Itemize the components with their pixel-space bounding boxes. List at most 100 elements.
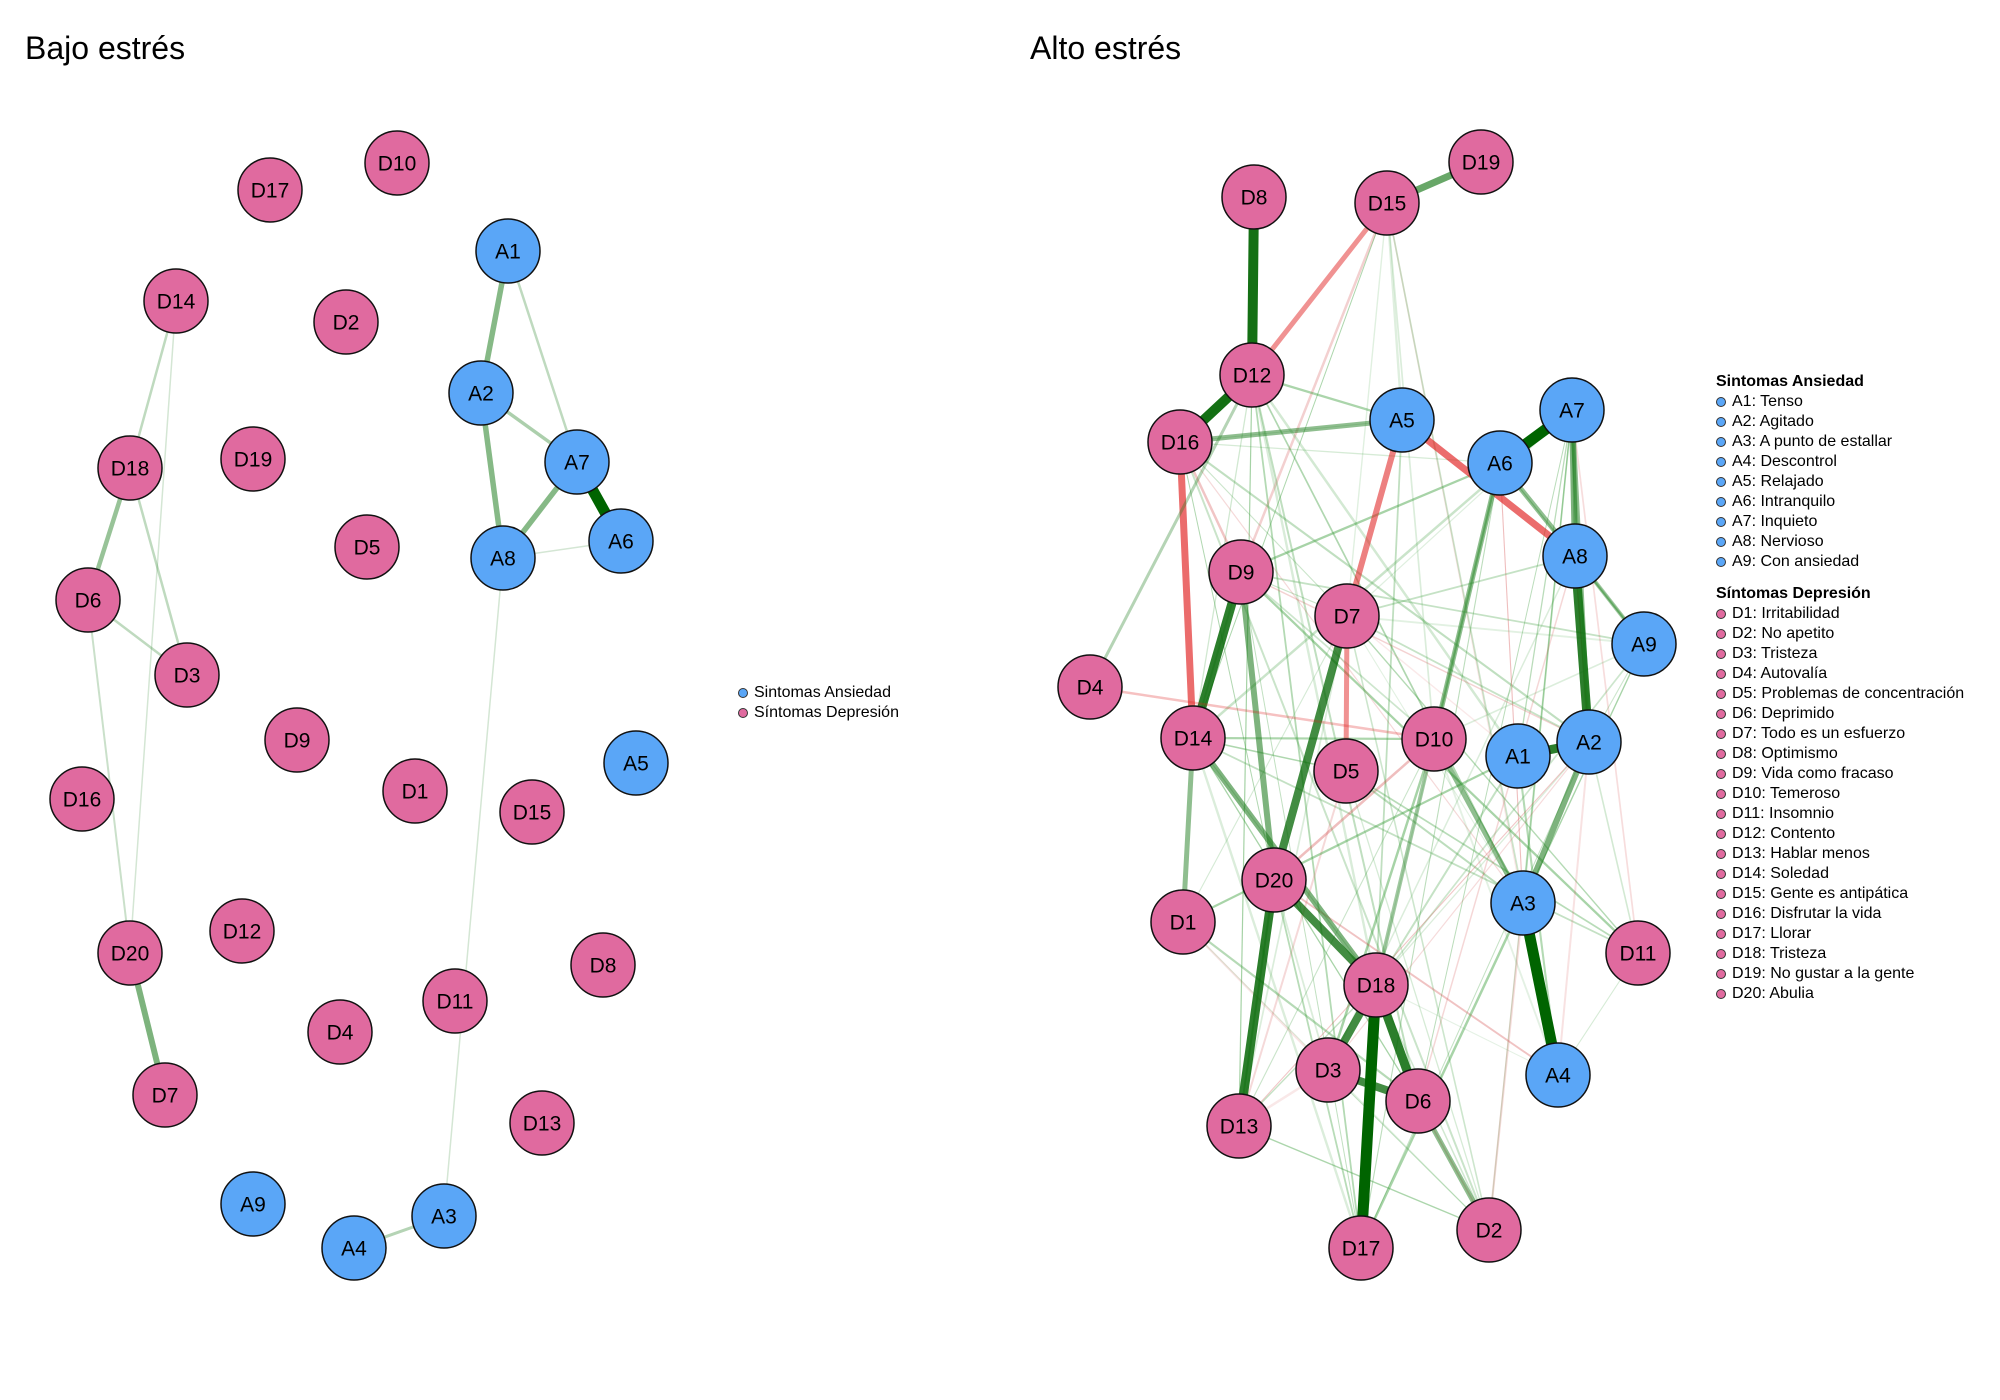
low-stress-node-label: D7 <box>152 1085 179 1108</box>
high-stress-edge-faint <box>1182 755 1519 923</box>
high-stress-edge-faint <box>1571 409 1639 954</box>
low-stress-node-circle <box>143 268 209 334</box>
low-stress-node-label: A2 <box>468 383 494 406</box>
low-stress-edge-A8-A3 <box>443 557 504 1217</box>
high-stress-edge-faint <box>1179 419 1403 443</box>
high-stress-node-circle <box>1605 920 1671 986</box>
high-stress-node-circle <box>1160 705 1226 771</box>
high-stress-node-circle <box>1525 1042 1591 1108</box>
low-stress-node-circle <box>475 218 541 284</box>
legend-label: A9: Con ansiedad <box>1732 553 1860 570</box>
legend-label: A8: Nervioso <box>1732 533 1824 550</box>
high-stress-node-D4: D4 <box>1057 654 1123 720</box>
low-stress-node-label: A1 <box>495 241 521 264</box>
low-stress-node-label: D8 <box>590 955 617 978</box>
low-stress-node-circle <box>307 999 373 1065</box>
high-stress-node-D10: D10 <box>1401 706 1467 772</box>
legend-dot-depression <box>1716 849 1726 859</box>
legend-item-depression: D20: Abulia <box>1716 984 1964 1004</box>
low-stress-node-circle <box>364 130 430 196</box>
high-stress-edge-faint <box>1432 462 1502 740</box>
high-stress-edge-faint <box>1359 902 1525 1249</box>
high-stress-edge-D20-D13 <box>1234 875 1279 1131</box>
legend-dot-anxiety <box>1716 517 1726 527</box>
high-stress-node-label: D10 <box>1415 729 1454 752</box>
legend-item-anxiety: A4: Descontrol <box>1716 452 1964 472</box>
low-stress-node-label: D9 <box>284 730 311 753</box>
high-stress-node-A3: A3 <box>1490 870 1556 936</box>
legend-label: D18: Tristeza <box>1732 945 1827 962</box>
legend-dot-anxiety <box>1716 457 1726 467</box>
high-stress-node-circle <box>1401 706 1467 772</box>
legend-label: D1: Irritabilidad <box>1732 605 1840 622</box>
legend-item-anxiety: A9: Con ansiedad <box>1716 552 1964 572</box>
legend-dot-anxiety <box>738 688 748 698</box>
low-stress-node-circle <box>264 707 330 773</box>
high-stress-edge-faint <box>1179 441 1590 743</box>
legend-dot-depression <box>1716 749 1726 759</box>
high-stress-edge-faint <box>1346 202 1388 617</box>
low-stress-node-circle <box>209 898 275 964</box>
low-stress-node-D3: D3 <box>154 642 220 708</box>
legend-item-depression: D6: Deprimido <box>1716 704 1964 724</box>
high-stress-node-circle <box>1219 342 1285 408</box>
low-stress-node-label: D2 <box>333 312 360 335</box>
legend-dot-depression <box>1716 949 1726 959</box>
high-stress-edge-faint <box>1250 374 1520 757</box>
legend-dot-depression <box>1716 769 1726 779</box>
low-stress-node-label: D10 <box>378 153 417 176</box>
low-stress-node-label: A8 <box>490 548 516 571</box>
low-stress-node-D20: D20 <box>97 920 163 986</box>
high-stress-node-label: A9 <box>1631 634 1657 657</box>
high-stress-node-circle <box>1208 539 1274 605</box>
legend-item-depression: D17: Llorar <box>1716 924 1964 944</box>
low-stress-node-A7: A7 <box>544 429 610 495</box>
high-stress-edge-faint <box>1375 984 1559 1076</box>
legend-label: D19: No gustar a la gente <box>1732 965 1915 982</box>
legend-item-depression: D4: Autovalía <box>1716 664 1964 684</box>
legend-item-anxiety: A5: Relajado <box>1716 472 1964 492</box>
high-stress-node-circle <box>1147 409 1213 475</box>
high-stress-node-label: A8 <box>1562 546 1588 569</box>
legend-heading-depression: Síntomas Depresión <box>1716 585 1871 602</box>
legend-dot-depression <box>1716 649 1726 659</box>
legend-label: D10: Temeroso <box>1732 785 1841 802</box>
legend-label: D6: Deprimido <box>1732 705 1835 722</box>
legend-item-depression: D16: Disfrutar la vida <box>1716 904 1964 924</box>
low-stress-node-circle <box>220 426 286 492</box>
high-stress-edge-faint <box>1250 374 1378 986</box>
legend-dot-anxiety <box>1716 437 1726 447</box>
low-stress-node-D8: D8 <box>570 932 636 998</box>
low-stress-node-circle <box>509 1090 575 1156</box>
high-stress-edge-faint <box>1251 374 1524 904</box>
high-stress-node-label: D18 <box>1357 975 1396 998</box>
high-stress-node-D2: D2 <box>1456 1197 1522 1263</box>
high-stress-node-circle <box>1343 952 1409 1018</box>
high-stress-edge-faint <box>1346 615 1590 743</box>
legend-dot-depression <box>1716 969 1726 979</box>
high-stress-edge-faint <box>1588 741 1639 954</box>
high-stress-node-label: D14 <box>1174 728 1213 751</box>
high-stress-edge-faint <box>1386 202 1435 740</box>
low-stress-node-circle <box>499 779 565 845</box>
low-stress-node-D1: D1 <box>382 758 448 824</box>
low-stress-node-D15: D15 <box>499 779 565 845</box>
legend-dot-anxiety <box>1716 477 1726 487</box>
legend-dot-anxiety <box>1716 417 1726 427</box>
low-stress-node-D18: D18 <box>97 435 163 501</box>
high-stress-node-circle <box>1385 1068 1451 1134</box>
legend-dot-anxiety <box>1716 497 1726 507</box>
high-stress-node-circle <box>1150 889 1216 955</box>
low-stress-node-label: A4 <box>341 1238 367 1261</box>
legend-dot-depression <box>1716 989 1726 999</box>
legend-item-anxiety: A2: Agitado <box>1716 412 1964 432</box>
high-stress-node-label: A2 <box>1576 732 1602 755</box>
legend-item-depression: D11: Insomnio <box>1716 804 1964 824</box>
high-stress-node-label: D20 <box>1255 870 1294 893</box>
high-stress-edge-faint <box>1517 409 1573 757</box>
low-stress-node-circle <box>49 766 115 832</box>
low-stress-node-label: D12 <box>223 921 262 944</box>
high-stress-node-circle <box>1057 654 1123 720</box>
